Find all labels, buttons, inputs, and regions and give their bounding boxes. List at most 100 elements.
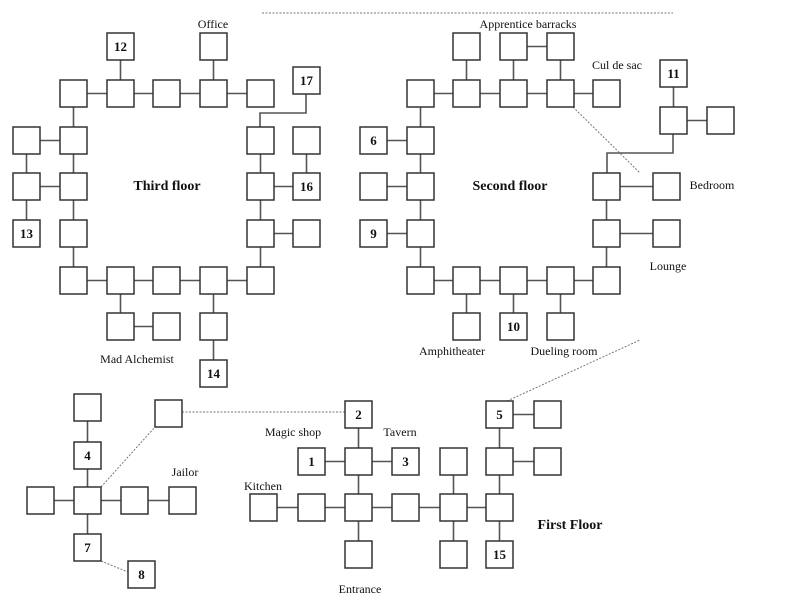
room-sLou (652, 219, 681, 248)
room-t0 (59, 79, 88, 108)
room-fm (344, 447, 373, 476)
room-k5 (485, 493, 514, 522)
room-t14 (199, 359, 228, 388)
room-number: 17 (300, 73, 314, 88)
room-b0 (59, 266, 88, 295)
room-number: 3 (402, 454, 409, 469)
room-sb4 (592, 266, 621, 295)
room-t16a (292, 126, 321, 155)
room-f4 (73, 441, 102, 470)
room-number: 5 (496, 407, 503, 422)
room-k3 (391, 493, 420, 522)
room-e4 (439, 540, 468, 569)
room-t12 (106, 32, 135, 61)
label-amphitheater: Amphitheater (419, 344, 485, 358)
room-t13 (12, 219, 41, 248)
room-frr (168, 486, 197, 515)
room-tr1 (246, 126, 275, 155)
room-number: 8 (138, 567, 145, 582)
room-bc (199, 312, 228, 341)
room-number: 15 (493, 547, 507, 562)
room-sl1 (406, 126, 435, 155)
room-s0 (406, 79, 435, 108)
room-s9 (359, 219, 388, 248)
room-fr (120, 486, 149, 515)
room-fst (154, 399, 183, 428)
room-sr2 (592, 219, 621, 248)
room-te1 (12, 126, 41, 155)
room-t17 (292, 66, 321, 95)
room-tOff (199, 32, 228, 61)
label-dueling-room: Dueling room (530, 344, 598, 358)
room-f8 (127, 560, 156, 589)
room-sl3 (406, 219, 435, 248)
room-k4 (439, 493, 468, 522)
room-number: 12 (114, 39, 127, 54)
room-fa (439, 447, 468, 476)
room-number: 14 (207, 366, 221, 381)
room-sb2 (499, 266, 528, 295)
room-sb1 (452, 266, 481, 295)
room-number: 13 (20, 226, 34, 241)
room-number: 4 (84, 448, 91, 463)
room-f15 (485, 540, 514, 569)
room-s2 (499, 79, 528, 108)
room-sb3 (546, 266, 575, 295)
room-t1 (106, 79, 135, 108)
room-s11c (706, 106, 735, 135)
room-sr1 (592, 172, 621, 201)
room-f7 (73, 533, 102, 562)
room-f5rr (533, 400, 562, 429)
room-f2 (344, 400, 373, 429)
room-te2 (12, 172, 41, 201)
room-b2 (152, 266, 181, 295)
room-b3 (199, 266, 228, 295)
room-bb (152, 312, 181, 341)
room-f1 (297, 447, 326, 476)
room-number: 1 (308, 454, 315, 469)
room-ba (106, 312, 135, 341)
room-b1 (106, 266, 135, 295)
label-apprentice-barracks: Apprentice barracks (479, 17, 577, 31)
label-office: Office (197, 17, 229, 31)
corridor (259, 94, 307, 127)
stair-connector (100, 426, 156, 488)
room-s1 (452, 79, 481, 108)
room-sa (452, 32, 481, 61)
room-f5m (485, 447, 514, 476)
label-cul-de-sac: Cul de sac (592, 58, 642, 72)
room-fl (26, 486, 55, 515)
room-s6 (359, 126, 388, 155)
room-s11b (659, 106, 688, 135)
room-number: 7 (84, 540, 91, 555)
room-tr3e (292, 219, 321, 248)
title-first-floor: First Floor (537, 518, 603, 533)
room-tr2 (246, 172, 275, 201)
label-magic-shop: Magic shop (264, 425, 322, 439)
room-tl3 (59, 219, 88, 248)
room-sc (546, 32, 575, 61)
stair-connector (572, 106, 641, 174)
title-second-floor: Second floor (472, 179, 548, 194)
room-number: 9 (370, 226, 377, 241)
room-k0 (249, 493, 278, 522)
room-t4 (246, 79, 275, 108)
room-t16 (292, 172, 321, 201)
room-number: 10 (507, 319, 520, 334)
room-sCul (592, 79, 621, 108)
room-e2 (344, 540, 373, 569)
room-tl1 (59, 126, 88, 155)
room-sb (499, 32, 528, 61)
room-f5 (485, 400, 514, 429)
room-k1 (297, 493, 326, 522)
label-entrance: Entrance (338, 582, 382, 596)
room-number: 16 (300, 179, 314, 194)
room-s11 (659, 59, 688, 88)
room-t3 (199, 79, 228, 108)
stair-connector (100, 560, 129, 573)
corridor (606, 134, 674, 173)
room-sd1 (452, 312, 481, 341)
label-tavern: Tavern (383, 425, 417, 439)
room-f5r (533, 447, 562, 476)
